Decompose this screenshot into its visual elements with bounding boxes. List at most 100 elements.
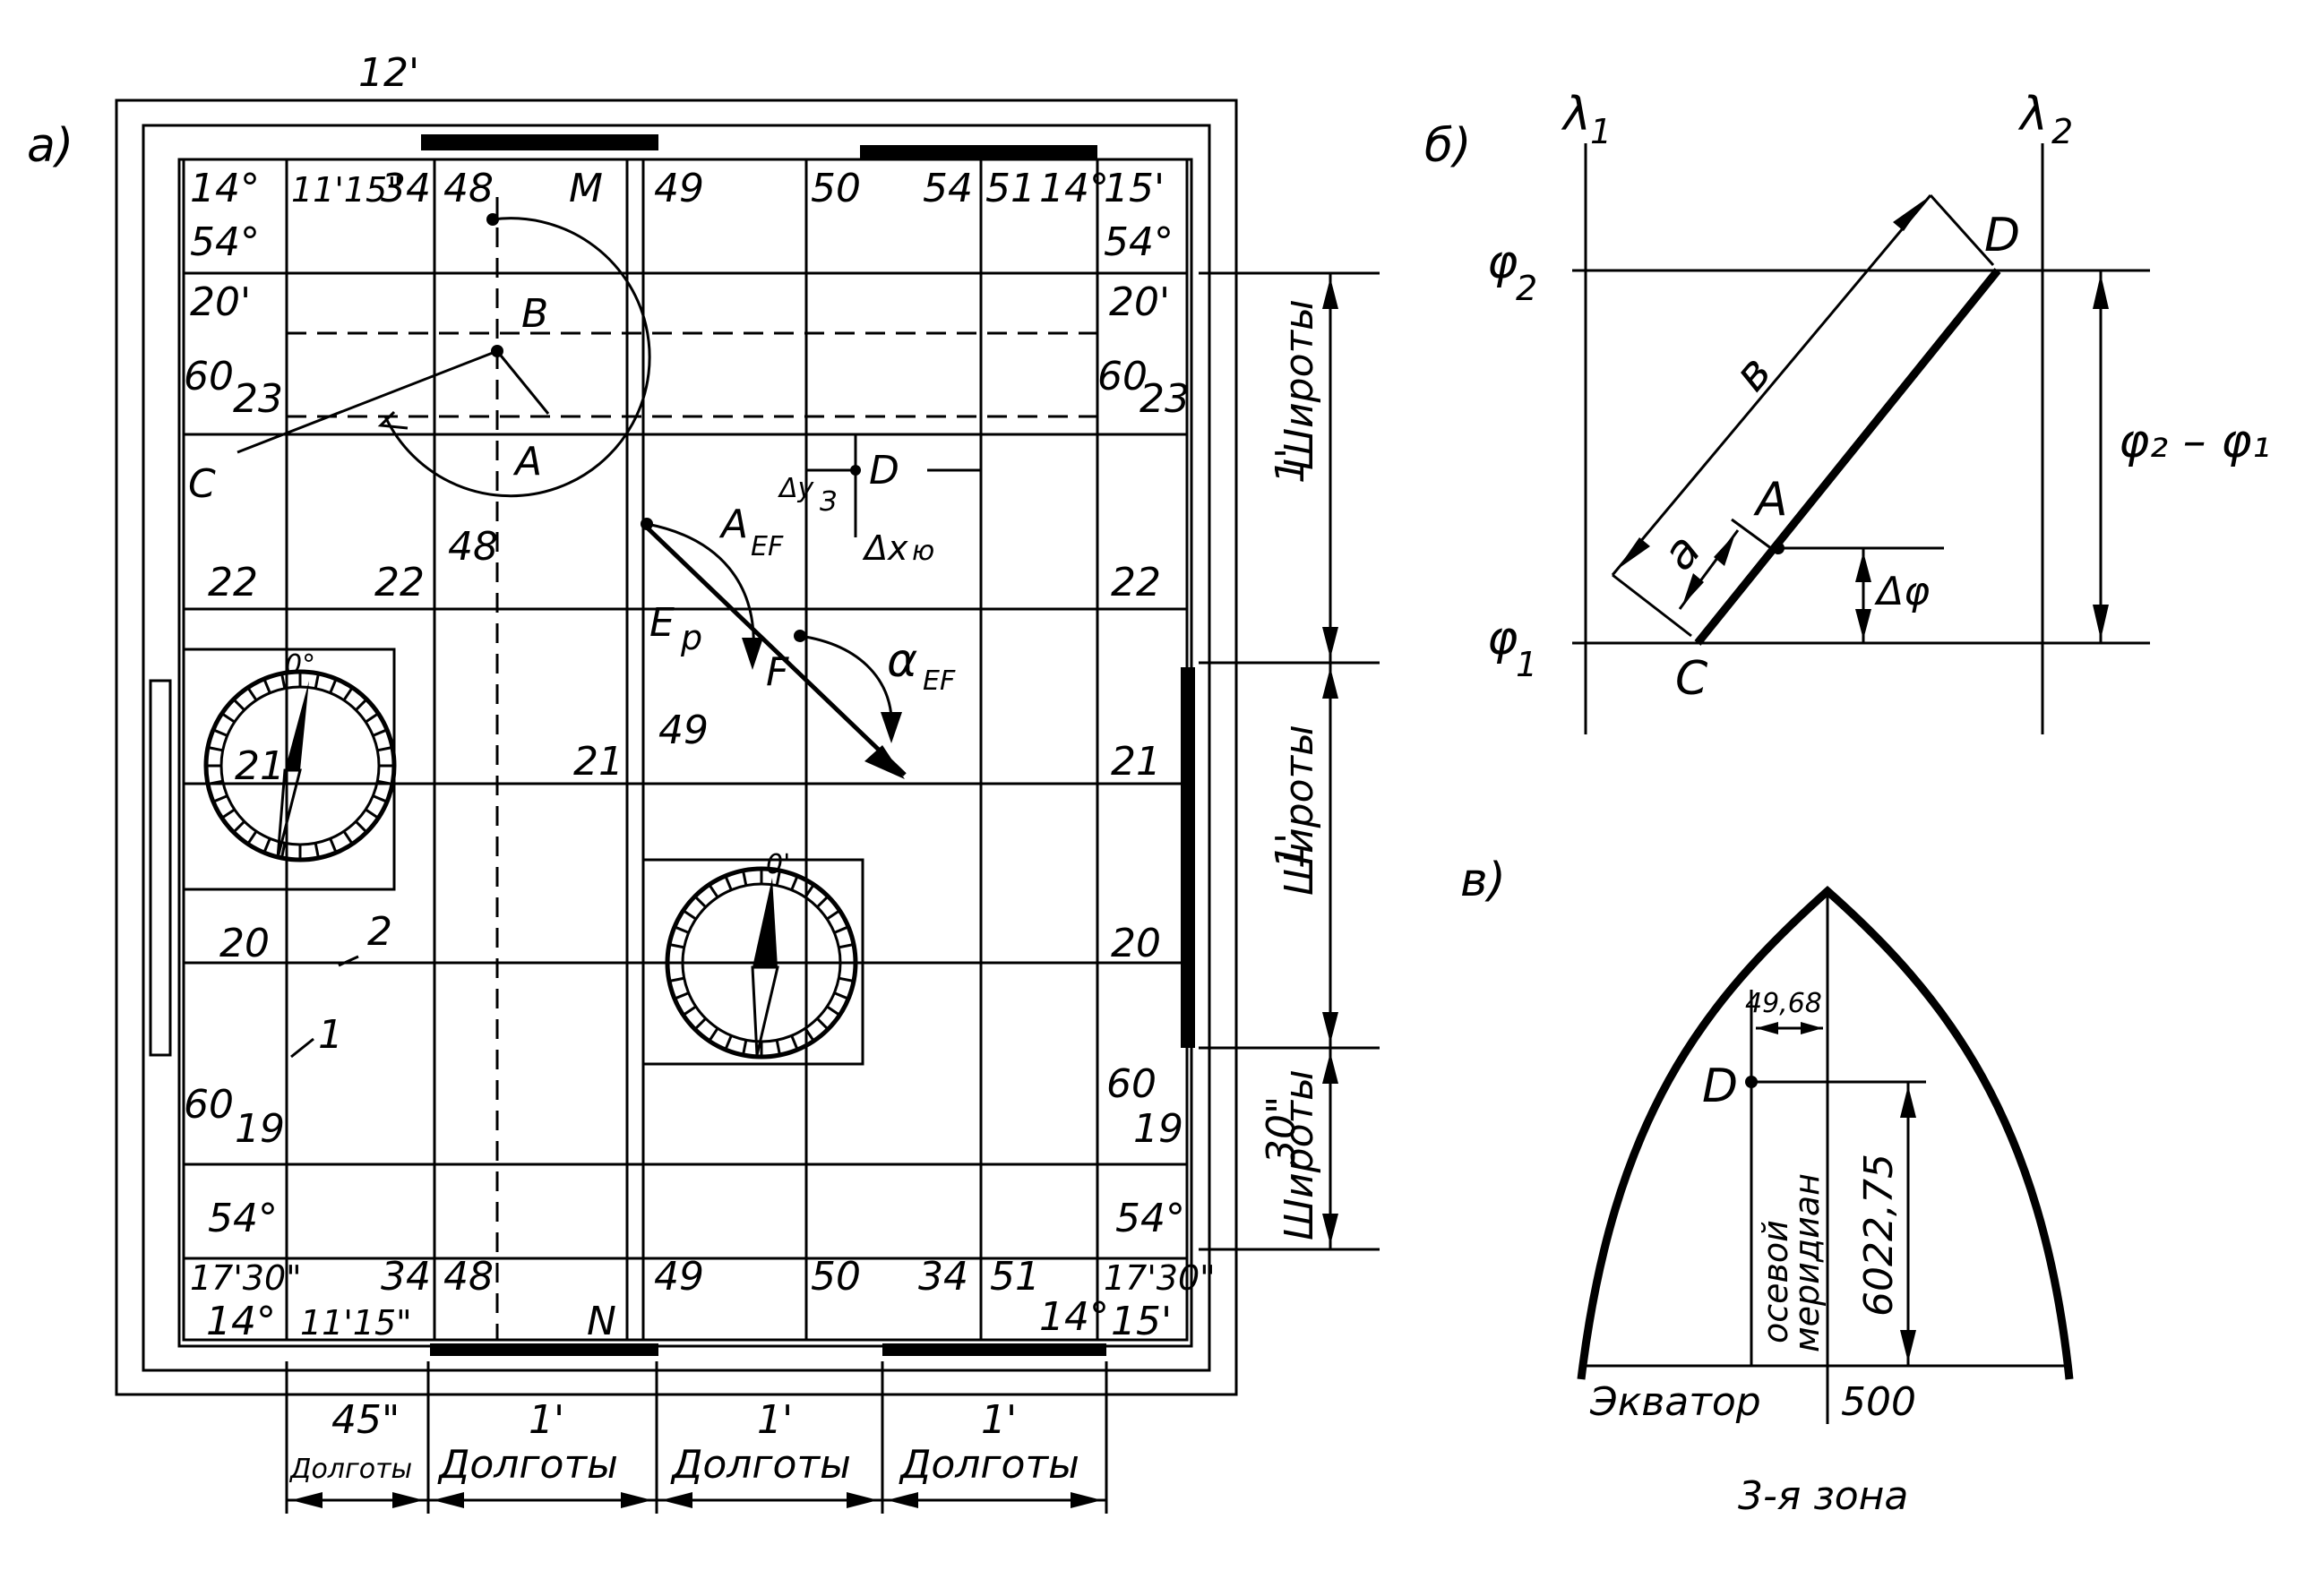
bottom-34: 34 — [381, 1254, 431, 1300]
top-bar-1 — [421, 134, 658, 150]
compass-tick — [790, 1034, 799, 1051]
compass-tick — [220, 808, 236, 819]
left-54deg: 54° — [208, 1196, 278, 1241]
compass-tick — [816, 1017, 830, 1031]
right-bar — [1181, 667, 1195, 1048]
compass-tick — [372, 794, 388, 803]
leader-2 — [338, 955, 359, 967]
compass-tick — [833, 991, 849, 1000]
compass-tick — [826, 1005, 841, 1017]
compass-tick — [355, 698, 368, 711]
top-11-15: 11'15" — [291, 170, 403, 210]
left-60: 60 — [184, 354, 234, 399]
bottom-n: N — [587, 1299, 616, 1344]
left-60b: 60 — [184, 1082, 234, 1128]
compass-tick — [775, 870, 781, 886]
compass-tick — [329, 678, 338, 694]
diff-arrow-top — [2093, 274, 2109, 309]
bottom-49: 49 — [654, 1254, 704, 1300]
top-49: 49 — [654, 166, 704, 211]
label-49-inner: 49 — [658, 708, 709, 753]
dimension-b — [1611, 194, 1932, 576]
top-50: 50 — [811, 166, 861, 211]
offset-arrow-right — [1801, 1022, 1823, 1034]
northing-arrow-top — [1900, 1085, 1916, 1118]
lat-scale-3-top: 30" — [1259, 1096, 1304, 1164]
aef-arc — [646, 522, 755, 664]
label-alpha: α — [887, 634, 917, 688]
panel-b-label: б) — [1424, 119, 1471, 173]
compass-tick — [365, 712, 380, 724]
compass-1-needle-north — [285, 681, 309, 770]
outer-frame — [115, 99, 1238, 1396]
lambda2-sub: 2 — [2051, 112, 2073, 151]
label-dy: Δy — [778, 473, 815, 504]
label-d-b: D — [1984, 209, 2020, 262]
compass-tick — [342, 830, 354, 845]
compass-tick — [246, 830, 258, 845]
label-zone: 3-я зона — [1738, 1473, 1908, 1519]
left-23: 23 — [233, 376, 283, 422]
lambda1-label: λ — [1561, 88, 1591, 142]
bottom-11-15: 11'15" — [300, 1303, 412, 1343]
compass-tick — [742, 870, 748, 886]
ext-c — [1612, 573, 1692, 638]
label-meridian-1: осевой — [1756, 1220, 1795, 1343]
arc-arrow — [377, 410, 408, 430]
dphi-arrow-top — [1855, 552, 1871, 582]
lat-scale-1-top: 1' — [1268, 448, 1313, 484]
compass-tick — [377, 746, 393, 752]
label-aef: A — [718, 502, 748, 547]
right-20min: 20' — [1109, 279, 1170, 325]
compass-tick — [329, 837, 338, 854]
line-b-a — [495, 350, 550, 415]
compass-tick — [207, 746, 223, 752]
bottom-51: 51 — [990, 1254, 1040, 1300]
panel-v-label: в) — [1460, 854, 1506, 907]
compass-1-needle-south — [276, 768, 302, 859]
alpha-arrowhead — [881, 712, 902, 743]
compass-tick — [724, 875, 733, 891]
label-1: 1 — [318, 1012, 343, 1058]
right-60b: 60 — [1106, 1061, 1157, 1107]
compass-tick — [262, 678, 271, 694]
compass-tick — [682, 909, 697, 921]
corner-br-2: 15' — [1111, 1299, 1172, 1344]
corner-bl-1: 17'30" — [190, 1258, 302, 1298]
top-48: 48 — [443, 166, 494, 211]
compass-tick — [212, 728, 228, 737]
compass-tick — [668, 943, 684, 949]
corner-tr-2: 54° — [1104, 219, 1174, 265]
corner-bl-2: 14° — [206, 1299, 276, 1344]
compass-tick — [816, 895, 830, 908]
top-34: 34 — [381, 166, 431, 211]
label-c: C — [188, 461, 216, 507]
panel-b: б) λ 1 λ 2 φ 2 φ 1 D A C в а Δφ — [1424, 88, 2270, 734]
left-22: 22 — [208, 560, 258, 605]
measure-arc — [383, 217, 651, 498]
top-minute-label: 12' — [358, 50, 419, 96]
label-48-inner: 48 — [448, 524, 498, 570]
label-c-b: C — [1675, 652, 1708, 706]
point-d-v — [1745, 1076, 1758, 1088]
compass-2-needle-north — [752, 878, 778, 967]
compass-2-needle-south — [751, 965, 779, 1056]
compass-tick — [232, 820, 245, 834]
right-54deg: 54° — [1115, 1196, 1185, 1241]
compass-tick — [342, 686, 354, 701]
lon-scale-1-bottom: Долготы — [288, 1454, 412, 1485]
compass-tick — [668, 976, 684, 982]
panel-a-label: а) — [27, 119, 73, 173]
compass-tick — [246, 686, 258, 701]
label-d: D — [869, 448, 899, 493]
label-len-b: в — [1724, 346, 1783, 401]
ext-a — [1731, 518, 1779, 555]
label-22-inner: 22 — [374, 560, 425, 605]
compass-tick — [220, 712, 236, 724]
compass-tick — [280, 673, 287, 689]
latitude-scale: 1' Широты 1' Широты 30" Широты — [1199, 271, 1380, 1251]
segment-cd — [1694, 268, 2001, 646]
compass-tick — [826, 909, 841, 921]
